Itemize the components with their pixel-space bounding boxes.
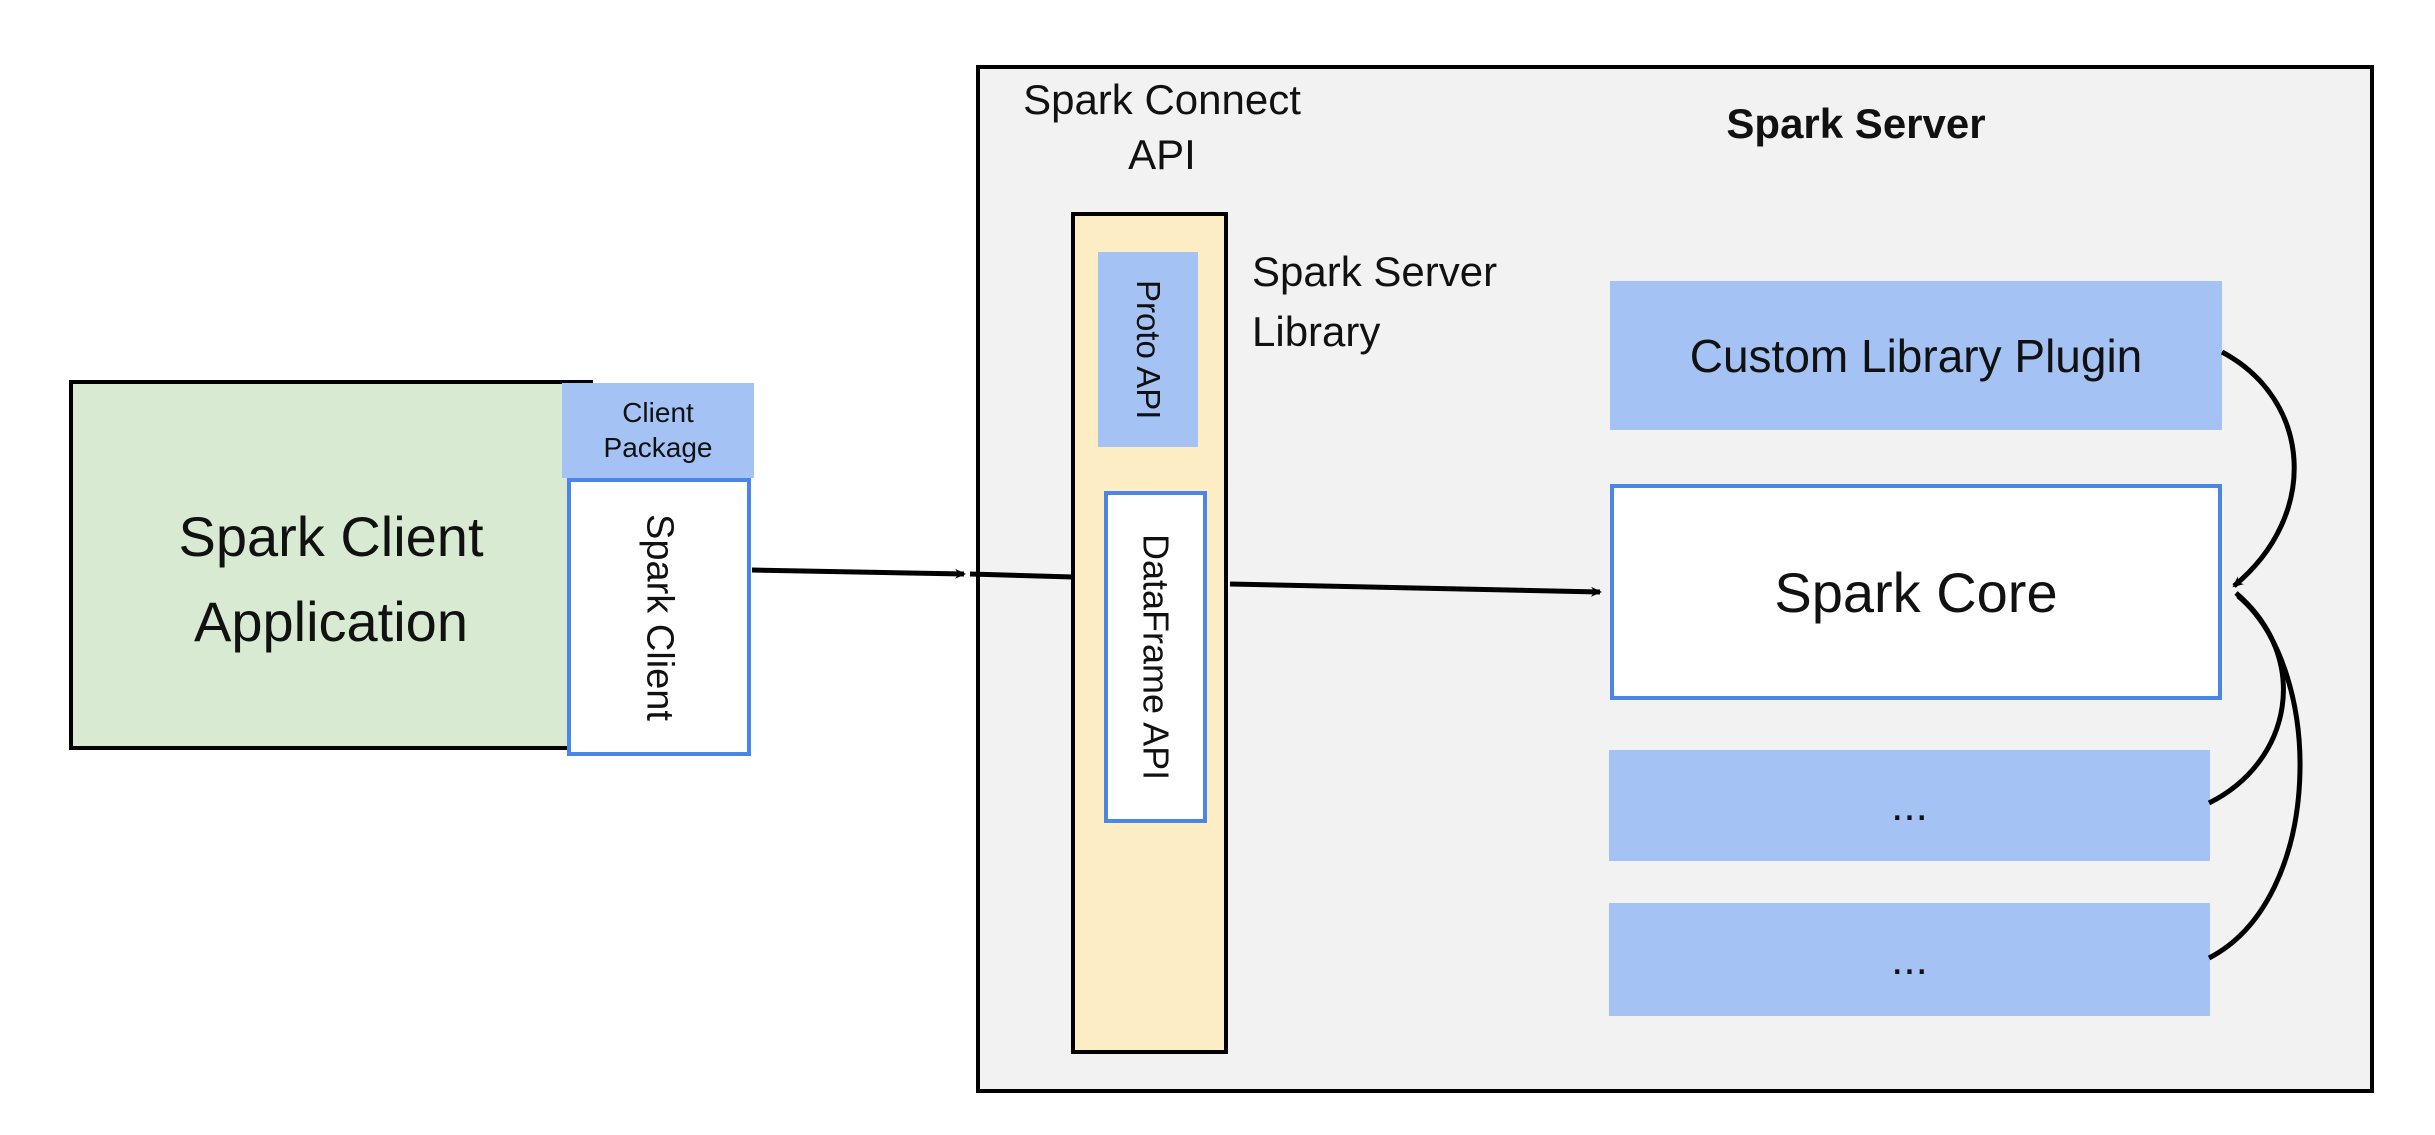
spark-client-application-label-line2: Application bbox=[194, 590, 468, 653]
dataframe-api-box: DataFrame API bbox=[1104, 491, 1207, 823]
spark-connect-api-label-line1: Spark Connect bbox=[1023, 76, 1301, 123]
spark-client-box: Spark Client bbox=[567, 478, 751, 756]
spark-server-library-label: Spark Server Library bbox=[1252, 242, 1572, 361]
proto-api-label: Proto API bbox=[1130, 279, 1167, 420]
spark-connect-api-label-line2: API bbox=[1128, 131, 1196, 179]
custom-library-plugin-box: Custom Library Plugin bbox=[1610, 281, 2222, 430]
more-plugins-box-1: ... bbox=[1609, 750, 2210, 861]
proto-api-box: Proto API bbox=[1098, 252, 1198, 447]
spark-server-title: Spark Server bbox=[1726, 100, 1986, 147]
spark-client-label: Spark Client bbox=[638, 513, 681, 721]
arrow-client-to-connect-api bbox=[751, 567, 966, 579]
spark-core-box: Spark Core bbox=[1610, 484, 2222, 700]
dataframe-api-label: DataFrame API bbox=[1135, 533, 1177, 781]
spark-server-library-label-line1: Spark Server bbox=[1252, 248, 1498, 295]
spark-connect-api-label: Spark Connect API bbox=[962, 72, 1362, 183]
spark-client-application-box: Spark Client Application bbox=[69, 380, 593, 750]
spark-server-library-label-line2: Library bbox=[1252, 307, 1381, 355]
spark-client-application-label-line1: Spark Client bbox=[178, 504, 484, 568]
client-package-label-line2: Package bbox=[603, 431, 713, 463]
client-package-box: Client Package bbox=[562, 383, 754, 478]
more-plugins-box-2: ... bbox=[1609, 903, 2210, 1016]
client-package-label-line1: Client bbox=[622, 397, 694, 429]
